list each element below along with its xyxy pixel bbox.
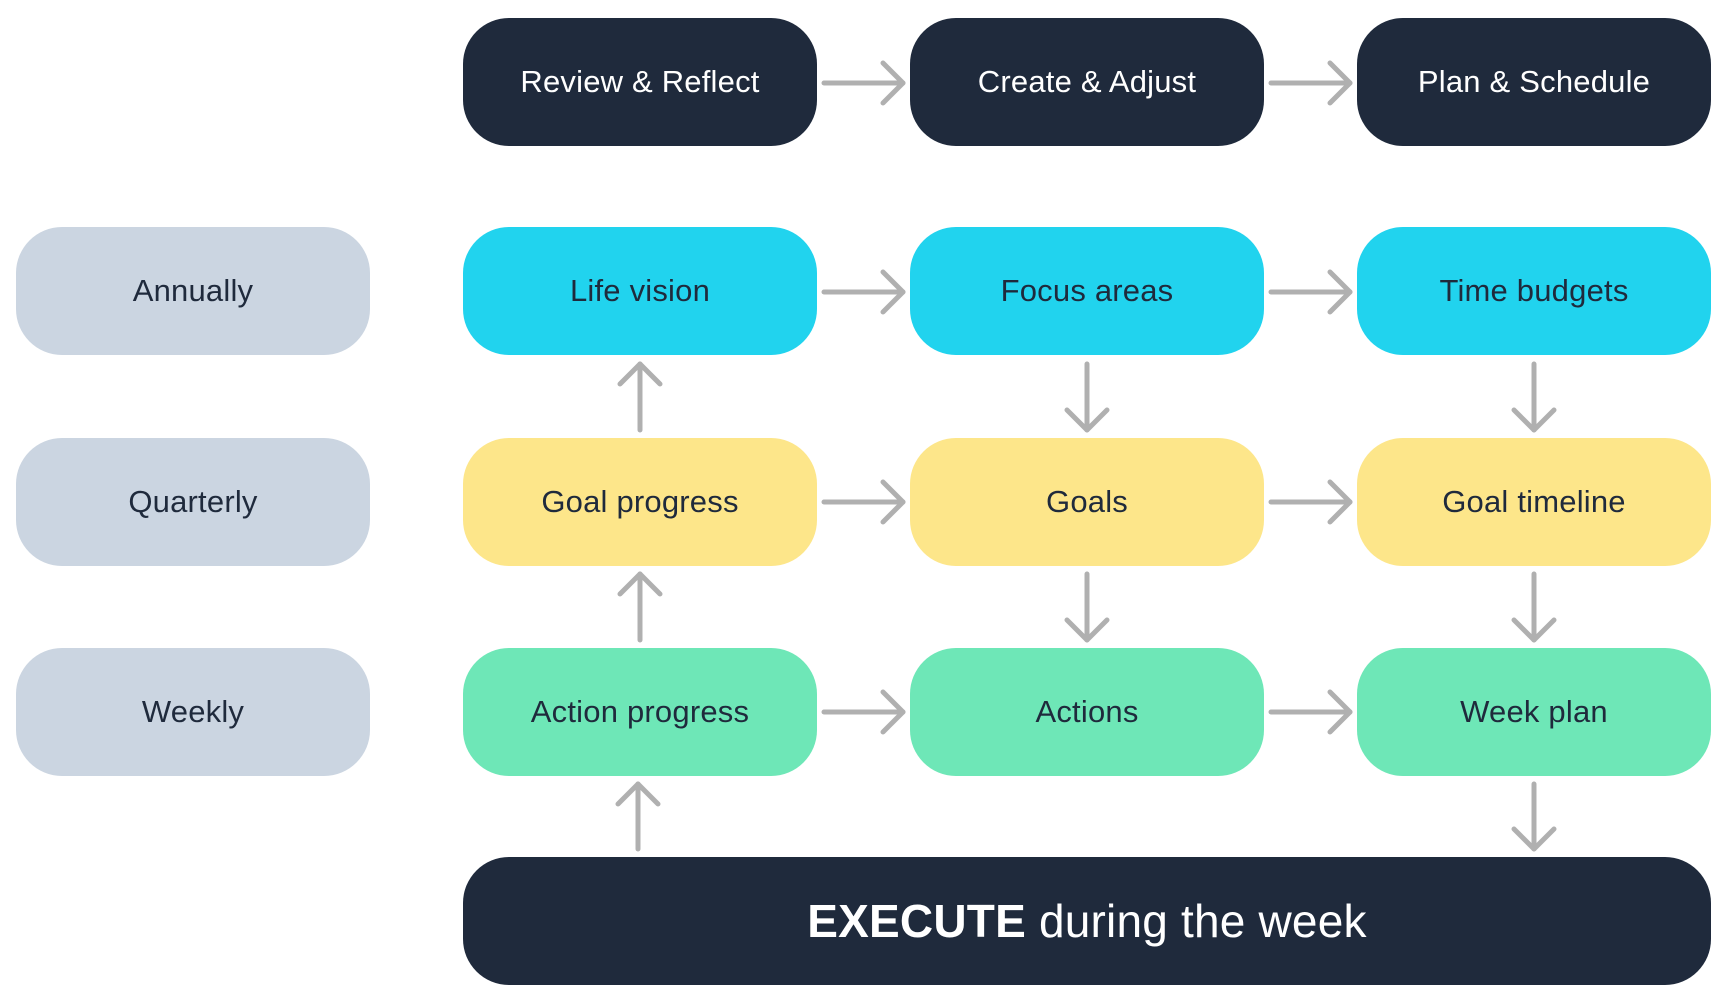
arrow-week-plan-down-to-execute <box>1511 781 1557 852</box>
header-plan-schedule-label: Plan & Schedule <box>1417 64 1651 99</box>
node-week-plan-label: Week plan <box>1460 694 1608 729</box>
cadence-weekly-label: Weekly <box>141 694 245 729</box>
arrow-execute-up-to-action-progress <box>615 781 661 852</box>
cadence-quarterly-label: Quarterly <box>128 484 258 519</box>
node-action-progress-label: Action progress <box>530 694 750 729</box>
arrow-focus-areas-to-time-budgets <box>1268 269 1353 315</box>
arrow-review-to-create <box>821 60 906 106</box>
node-action-progress: Action progress <box>463 648 817 776</box>
arrow-actions-to-week-plan <box>1268 689 1353 735</box>
header-plan-schedule: Plan & Schedule <box>1357 18 1711 146</box>
node-life-vision: Life vision <box>463 227 817 355</box>
execute-rest-label: during the week <box>1038 895 1367 947</box>
node-week-plan: Week plan <box>1357 648 1711 776</box>
execute-bar: EXECUTE during the week <box>463 857 1711 985</box>
node-time-budgets-label: Time budgets <box>1439 273 1629 308</box>
header-create-adjust: Create & Adjust <box>910 18 1264 146</box>
arrow-focus-areas-down-to-goals <box>1064 361 1110 433</box>
arrow-life-vision-to-focus-areas <box>821 269 906 315</box>
cadence-quarterly: Quarterly <box>16 438 370 566</box>
header-review-reflect: Review & Reflect <box>463 18 817 146</box>
arrow-goal-timeline-down-to-week-plan <box>1511 571 1557 643</box>
arrow-goal-progress-to-goals <box>821 479 906 525</box>
arrow-goals-to-goal-timeline <box>1268 479 1353 525</box>
cadence-annually: Annually <box>16 227 370 355</box>
node-goal-progress-label: Goal progress <box>541 484 739 519</box>
arrow-time-budgets-down-to-goal-timeline <box>1511 361 1557 433</box>
node-focus-areas-label: Focus areas <box>1000 273 1174 308</box>
node-time-budgets: Time budgets <box>1357 227 1711 355</box>
node-focus-areas: Focus areas <box>910 227 1264 355</box>
node-life-vision-label: Life vision <box>569 273 711 308</box>
node-goal-timeline-label: Goal timeline <box>1442 484 1626 519</box>
execute-space <box>1026 894 1039 948</box>
node-goals: Goals <box>910 438 1264 566</box>
cadence-weekly: Weekly <box>16 648 370 776</box>
header-review-reflect-label: Review & Reflect <box>520 64 760 99</box>
arrow-action-progress-up-to-goal-progress <box>617 571 663 643</box>
execute-bold-label: EXECUTE <box>807 895 1026 947</box>
node-goals-label: Goals <box>1046 484 1128 519</box>
arrow-action-progress-to-actions <box>821 689 906 735</box>
header-create-adjust-label: Create & Adjust <box>977 64 1197 99</box>
arrow-goal-progress-up-to-life-vision <box>617 361 663 433</box>
cadence-annually-label: Annually <box>132 273 254 308</box>
node-goal-timeline: Goal timeline <box>1357 438 1711 566</box>
node-actions-label: Actions <box>1035 694 1139 729</box>
arrow-create-to-plan <box>1268 60 1353 106</box>
node-actions: Actions <box>910 648 1264 776</box>
node-goal-progress: Goal progress <box>463 438 817 566</box>
arrow-goals-down-to-actions <box>1064 571 1110 643</box>
